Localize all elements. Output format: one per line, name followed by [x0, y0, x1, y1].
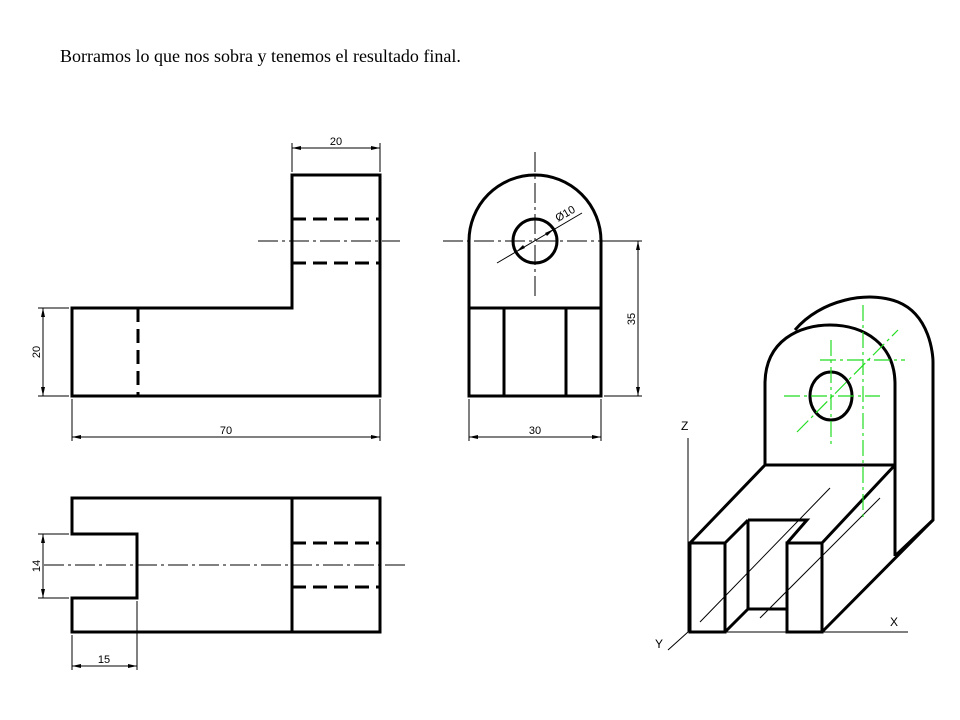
- dim-label-side-width: 30: [529, 425, 541, 437]
- dim-label-side-height: 35: [626, 313, 638, 325]
- iso-prong-left: [688, 541, 727, 634]
- iso-upright-front: [763, 323, 897, 465]
- axis-x-label: X: [890, 615, 898, 629]
- axis-z-label: Z: [681, 419, 688, 433]
- isometric-view: Z Y X: [655, 295, 935, 651]
- dim-label-slot-depth: 15: [98, 654, 110, 666]
- dim-line-diameter: [496, 212, 583, 264]
- dim-label-front-height: 20: [31, 346, 43, 358]
- dim-label-diameter: Ø10: [554, 204, 578, 225]
- side-view-outline: [467, 173, 603, 398]
- front-view-outline: [70, 173, 382, 398]
- iso-base-left: [688, 463, 767, 545]
- iso-centerline-diag: [796, 329, 899, 433]
- dim-label-slot-width: 14: [31, 560, 43, 572]
- caption-text: Borramos lo que nos sobra y tenemos el r…: [60, 46, 461, 66]
- dim-label-front-top: 20: [330, 136, 342, 148]
- front-view: 20 20 70: [31, 136, 400, 441]
- side-view: Ø10 35 30: [443, 152, 642, 441]
- top-view: 14 15: [31, 496, 407, 670]
- iso-slot: [746, 518, 811, 611]
- dim-label-front-length: 70: [220, 425, 232, 437]
- iso-upright-back-arc: [793, 295, 935, 558]
- axis-y: [667, 631, 689, 651]
- iso-prong-right: [785, 541, 824, 634]
- axis-y-label: Y: [655, 637, 663, 651]
- iso-base-right-edge: [820, 518, 935, 634]
